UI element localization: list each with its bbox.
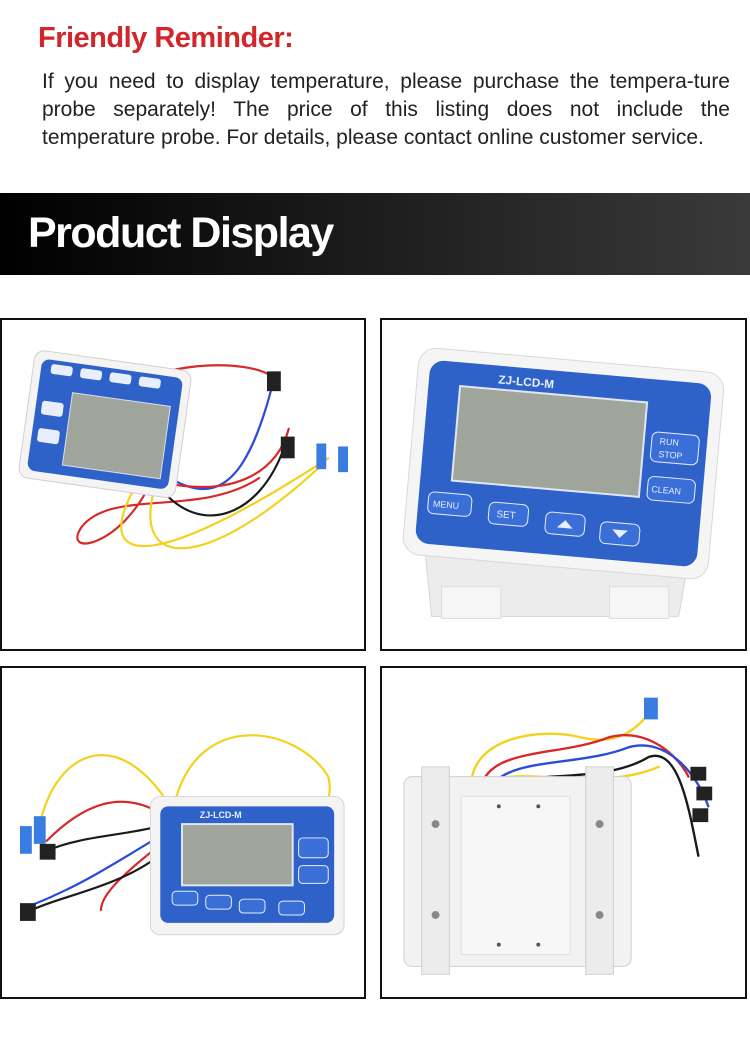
stop-button-label: STOP <box>658 449 683 461</box>
device-back-image <box>403 697 713 975</box>
reminder-body: If you need to display temperature, plea… <box>42 70 730 149</box>
model-label: ZJ-LCD-M <box>498 372 555 391</box>
run-button-label: RUN <box>659 436 679 448</box>
product-photo-3: ZJ-LCD-M <box>0 666 366 999</box>
product-photo-4 <box>380 666 747 999</box>
product-photo-2: ZJ-LCD-M RUN STOP CLEAN MENU SET <box>380 318 747 651</box>
clean-button-label: CLEAN <box>651 484 681 497</box>
device-wires-left-image: ZJ-LCD-M <box>19 734 345 936</box>
up-arrow-icon <box>556 520 573 529</box>
reminder-title: Friendly Reminder: <box>38 22 294 54</box>
menu-button-label: MENU <box>433 499 460 511</box>
set-button-label: SET <box>496 509 516 522</box>
device-front-image: ZJ-LCD-M RUN STOP CLEAN MENU SET <box>402 347 725 619</box>
down-arrow-icon <box>612 529 628 538</box>
device-with-wires-image <box>18 350 348 550</box>
section-banner: Product Display <box>0 193 750 275</box>
product-photo-1 <box>0 318 366 651</box>
model-label-3: ZJ-LCD-M <box>200 810 242 820</box>
banner-title: Product Display <box>28 209 334 257</box>
